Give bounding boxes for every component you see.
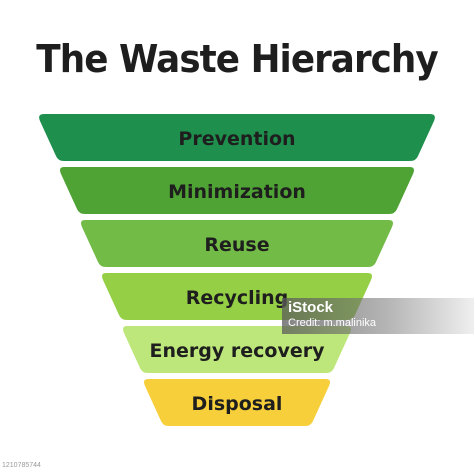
funnel-level-reuse: Reuse bbox=[81, 220, 393, 267]
funnel-band-energy-recovery bbox=[123, 326, 351, 373]
stock-watermark: iStock Credit: m.malinika bbox=[282, 298, 474, 334]
funnel-label-disposal: Disposal bbox=[192, 393, 283, 415]
watermark-credit: Credit: m.malinika bbox=[288, 317, 377, 329]
funnel-label-recycling: Recycling bbox=[186, 287, 289, 309]
funnel-level-disposal: Disposal bbox=[144, 379, 330, 426]
funnel-label-reuse: Reuse bbox=[204, 234, 269, 256]
funnel-level-prevention: Prevention bbox=[39, 114, 435, 161]
funnel-band-reuse bbox=[81, 220, 393, 267]
funnel-label-energy-recovery: Energy recovery bbox=[150, 340, 326, 362]
funnel-level-energy-recovery: Energy recovery bbox=[123, 326, 351, 373]
funnel-band-disposal bbox=[144, 379, 330, 426]
diagram-title: The Waste Hierarchy bbox=[36, 37, 438, 81]
funnel-label-prevention: Prevention bbox=[178, 128, 295, 150]
watermark-logo: iStock bbox=[288, 299, 334, 316]
funnel-level-minimization: Minimization bbox=[60, 167, 414, 214]
funnel-label-minimization: Minimization bbox=[168, 181, 306, 203]
image-id-label: 1210785744 bbox=[2, 462, 41, 469]
funnel-band-minimization bbox=[60, 167, 414, 214]
funnel-band-prevention bbox=[39, 114, 435, 161]
